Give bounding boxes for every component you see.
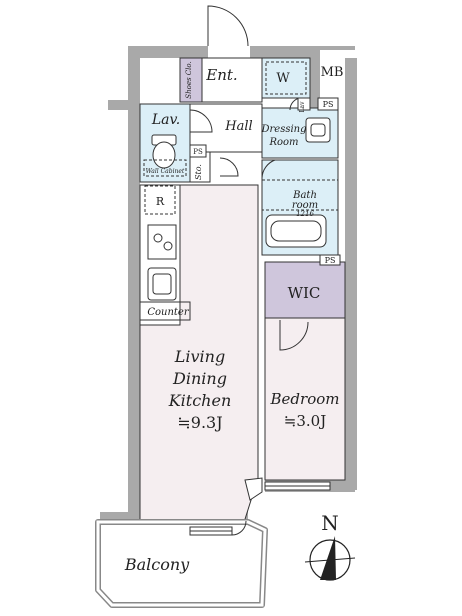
label-ldk-size: ≒9.3J <box>177 413 222 432</box>
label-dressing-line1: Dressing <box>260 124 306 135</box>
burner-2 <box>163 241 173 251</box>
label-bath-size: 1216 <box>296 210 314 218</box>
label-w-closet: W <box>276 71 290 86</box>
label-storage: Sto. <box>194 164 203 180</box>
ps-wic-box <box>319 254 341 266</box>
windows <box>189 477 331 536</box>
label-ps-top: PS <box>323 100 334 109</box>
label-ldk-line2: Dining <box>172 369 227 388</box>
label-refrigerator: R <box>156 195 165 208</box>
label-lav-sink: Lav <box>299 101 306 113</box>
w-closet-outline <box>265 61 307 95</box>
label-wall-cabinet: Wall Cabinet <box>146 168 185 175</box>
label-shoes-closet: Shoes Clo. <box>185 61 193 98</box>
label-bedroom: Bedroom <box>270 390 340 408</box>
toilet-bowl <box>152 141 176 169</box>
burner-1 <box>153 233 163 243</box>
ldk-window-corner <box>244 477 263 501</box>
label-lavatory: Lav. <box>151 112 180 128</box>
label-ldk-line3: Kitchen <box>168 391 232 410</box>
entrance-door-swing <box>207 5 249 47</box>
stove <box>147 224 177 260</box>
label-ps-left: PS <box>193 148 203 156</box>
label-hall: Hall <box>224 119 252 134</box>
compass-crossbar <box>304 557 356 563</box>
wall-cabinet-outline <box>143 159 187 177</box>
label-wic: WIC <box>288 284 321 302</box>
label-counter: Counter <box>147 307 189 318</box>
balcony <box>95 519 268 608</box>
label-bedroom-size: ≒3.0J <box>284 412 326 430</box>
ps-top-box <box>317 97 339 111</box>
lav-box <box>297 97 311 111</box>
bathtub-inner <box>270 220 322 242</box>
fixtures <box>139 61 339 321</box>
compass-needle-icon <box>320 536 336 580</box>
labels: Ent. W MB Shoes Clo. Lav. Hall Dressing … <box>124 61 344 574</box>
label-bath-line1: Bath <box>292 190 317 201</box>
label-ldk-line1: Living <box>174 347 225 366</box>
ps-left-box <box>189 144 207 158</box>
lav-door-swing <box>189 109 213 133</box>
compass-north-label: N <box>321 511 339 535</box>
dressing-sink-basin <box>310 123 326 137</box>
label-balcony: Balcony <box>124 555 190 574</box>
bedroom-door-swing <box>279 320 309 351</box>
label-bath-line2: room <box>292 200 318 211</box>
label-ps-wic: PS <box>325 256 336 265</box>
label-dressing-line2: Room <box>268 137 298 148</box>
balcony-door-swing <box>231 520 247 536</box>
bath-dash-area <box>261 179 339 211</box>
hall-door-swing <box>219 157 239 177</box>
compass: N <box>304 511 356 581</box>
ps-boxes <box>189 97 341 266</box>
doors <box>189 5 309 351</box>
counter-outline <box>139 301 191 321</box>
refrigerator-outline <box>144 185 176 215</box>
label-mb: MB <box>321 65 344 80</box>
bath-door-swing <box>261 159 276 179</box>
label-entrance: Ent. <box>205 66 237 84</box>
kitchen-sink-basin <box>152 273 172 295</box>
